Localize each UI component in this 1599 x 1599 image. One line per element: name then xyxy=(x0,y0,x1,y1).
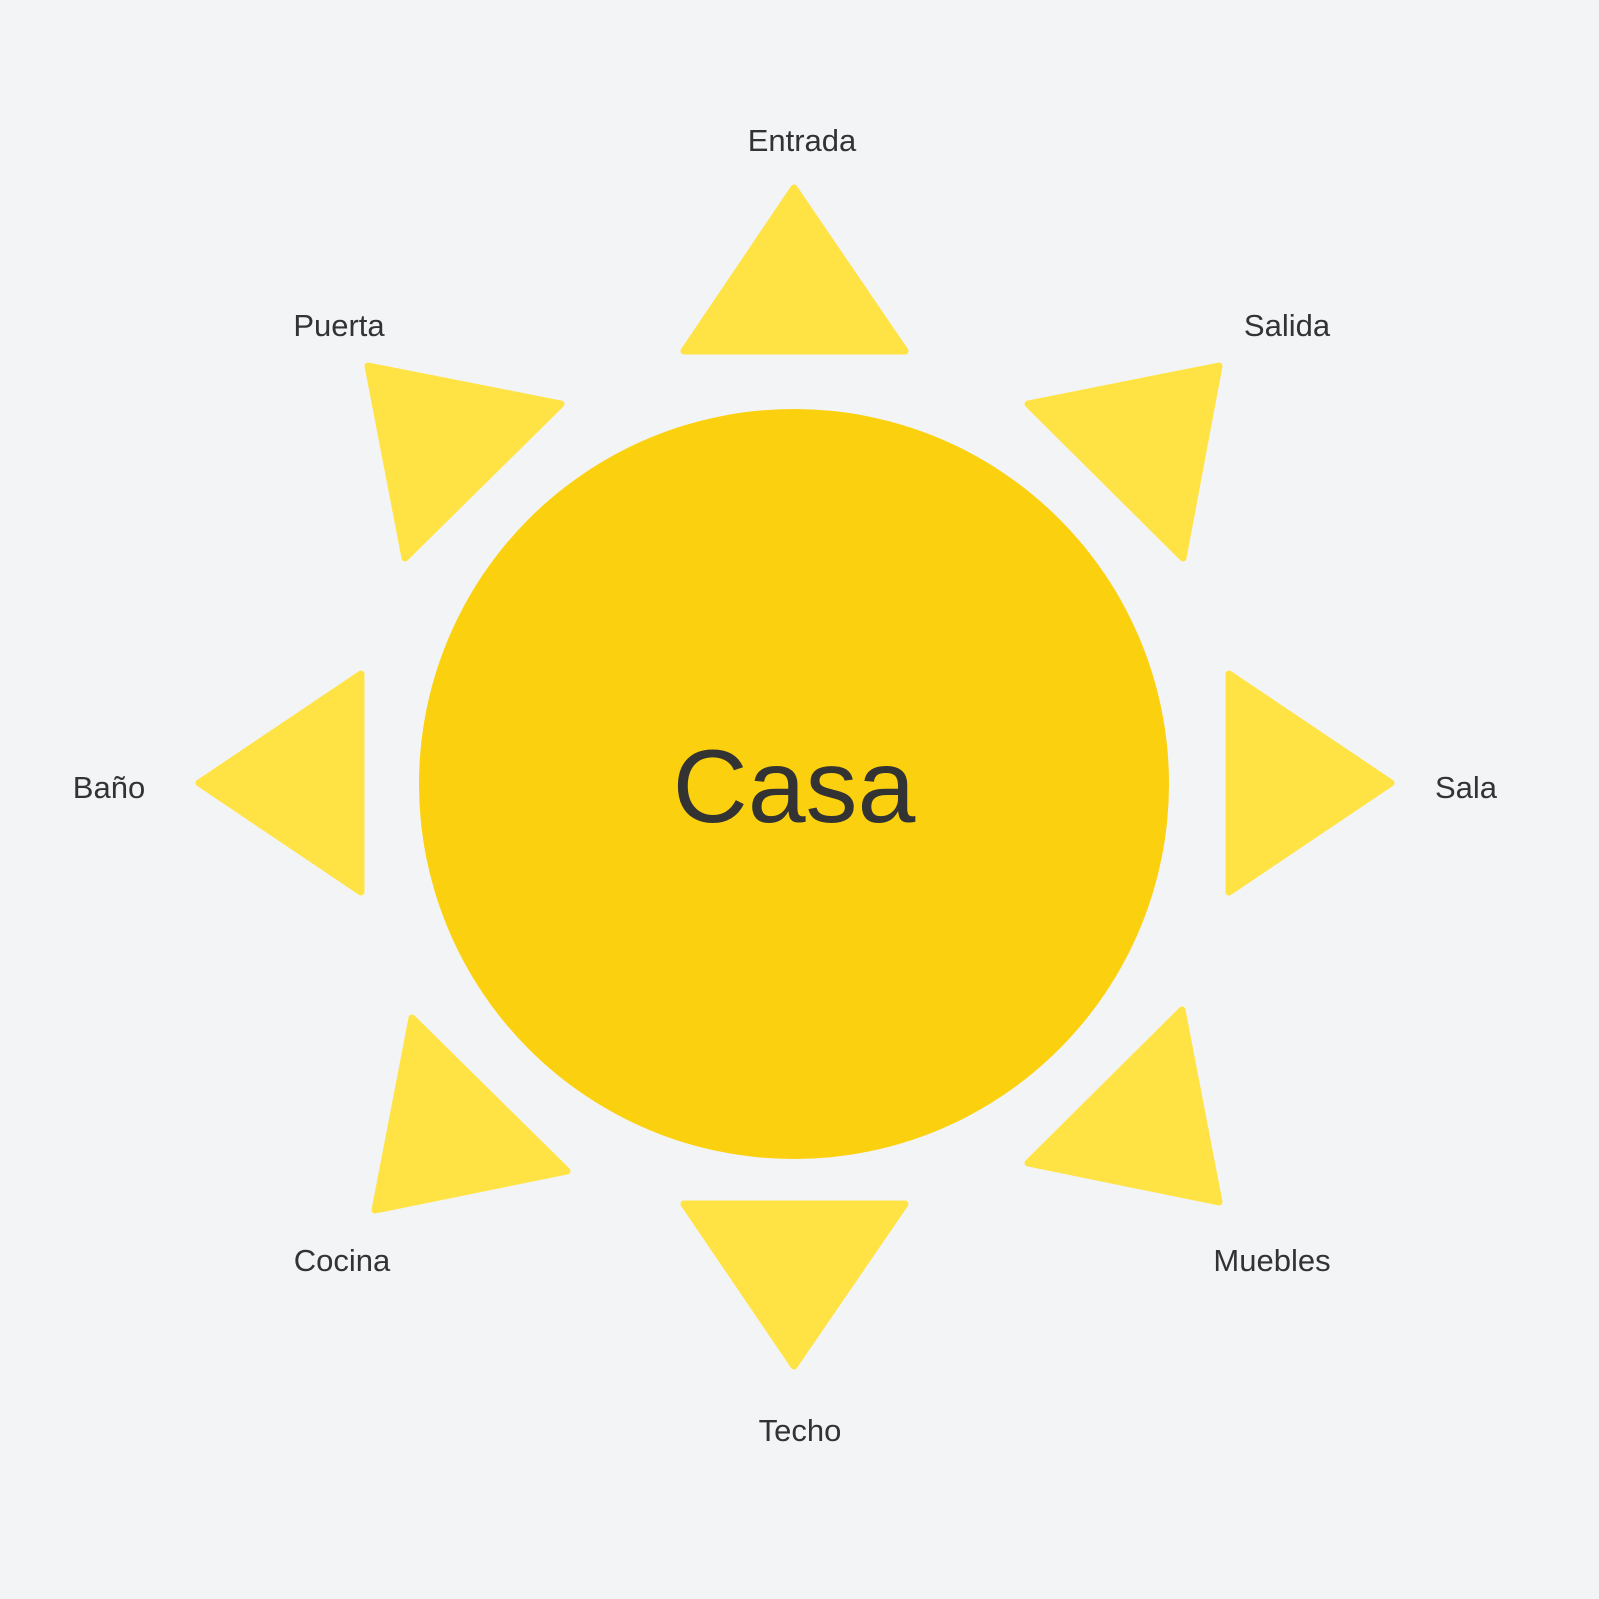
ray-label-cocina: Cocina xyxy=(294,1243,391,1278)
ray-label-muebles: Muebles xyxy=(1213,1243,1330,1278)
ray-label-techo: Techo xyxy=(759,1413,842,1448)
center-label: Casa xyxy=(673,729,916,845)
ray-salida xyxy=(1024,362,1223,562)
ray-label-entrada: Entrada xyxy=(748,123,857,158)
ray-sala xyxy=(1225,670,1395,896)
center-circle xyxy=(419,409,1169,1159)
ray-label-puerta: Puerta xyxy=(293,308,385,343)
ray-puerta xyxy=(364,362,565,562)
ray-label-sala: Sala xyxy=(1435,770,1498,805)
ray-label-bano: Baño xyxy=(73,770,145,805)
ray-entrada xyxy=(680,184,909,355)
ray-label-salida: Salida xyxy=(1244,308,1331,343)
ray-cocina xyxy=(371,1014,571,1214)
ray-techo xyxy=(680,1200,909,1370)
ray-bano xyxy=(195,670,365,896)
ray-muebles xyxy=(1024,1006,1223,1206)
